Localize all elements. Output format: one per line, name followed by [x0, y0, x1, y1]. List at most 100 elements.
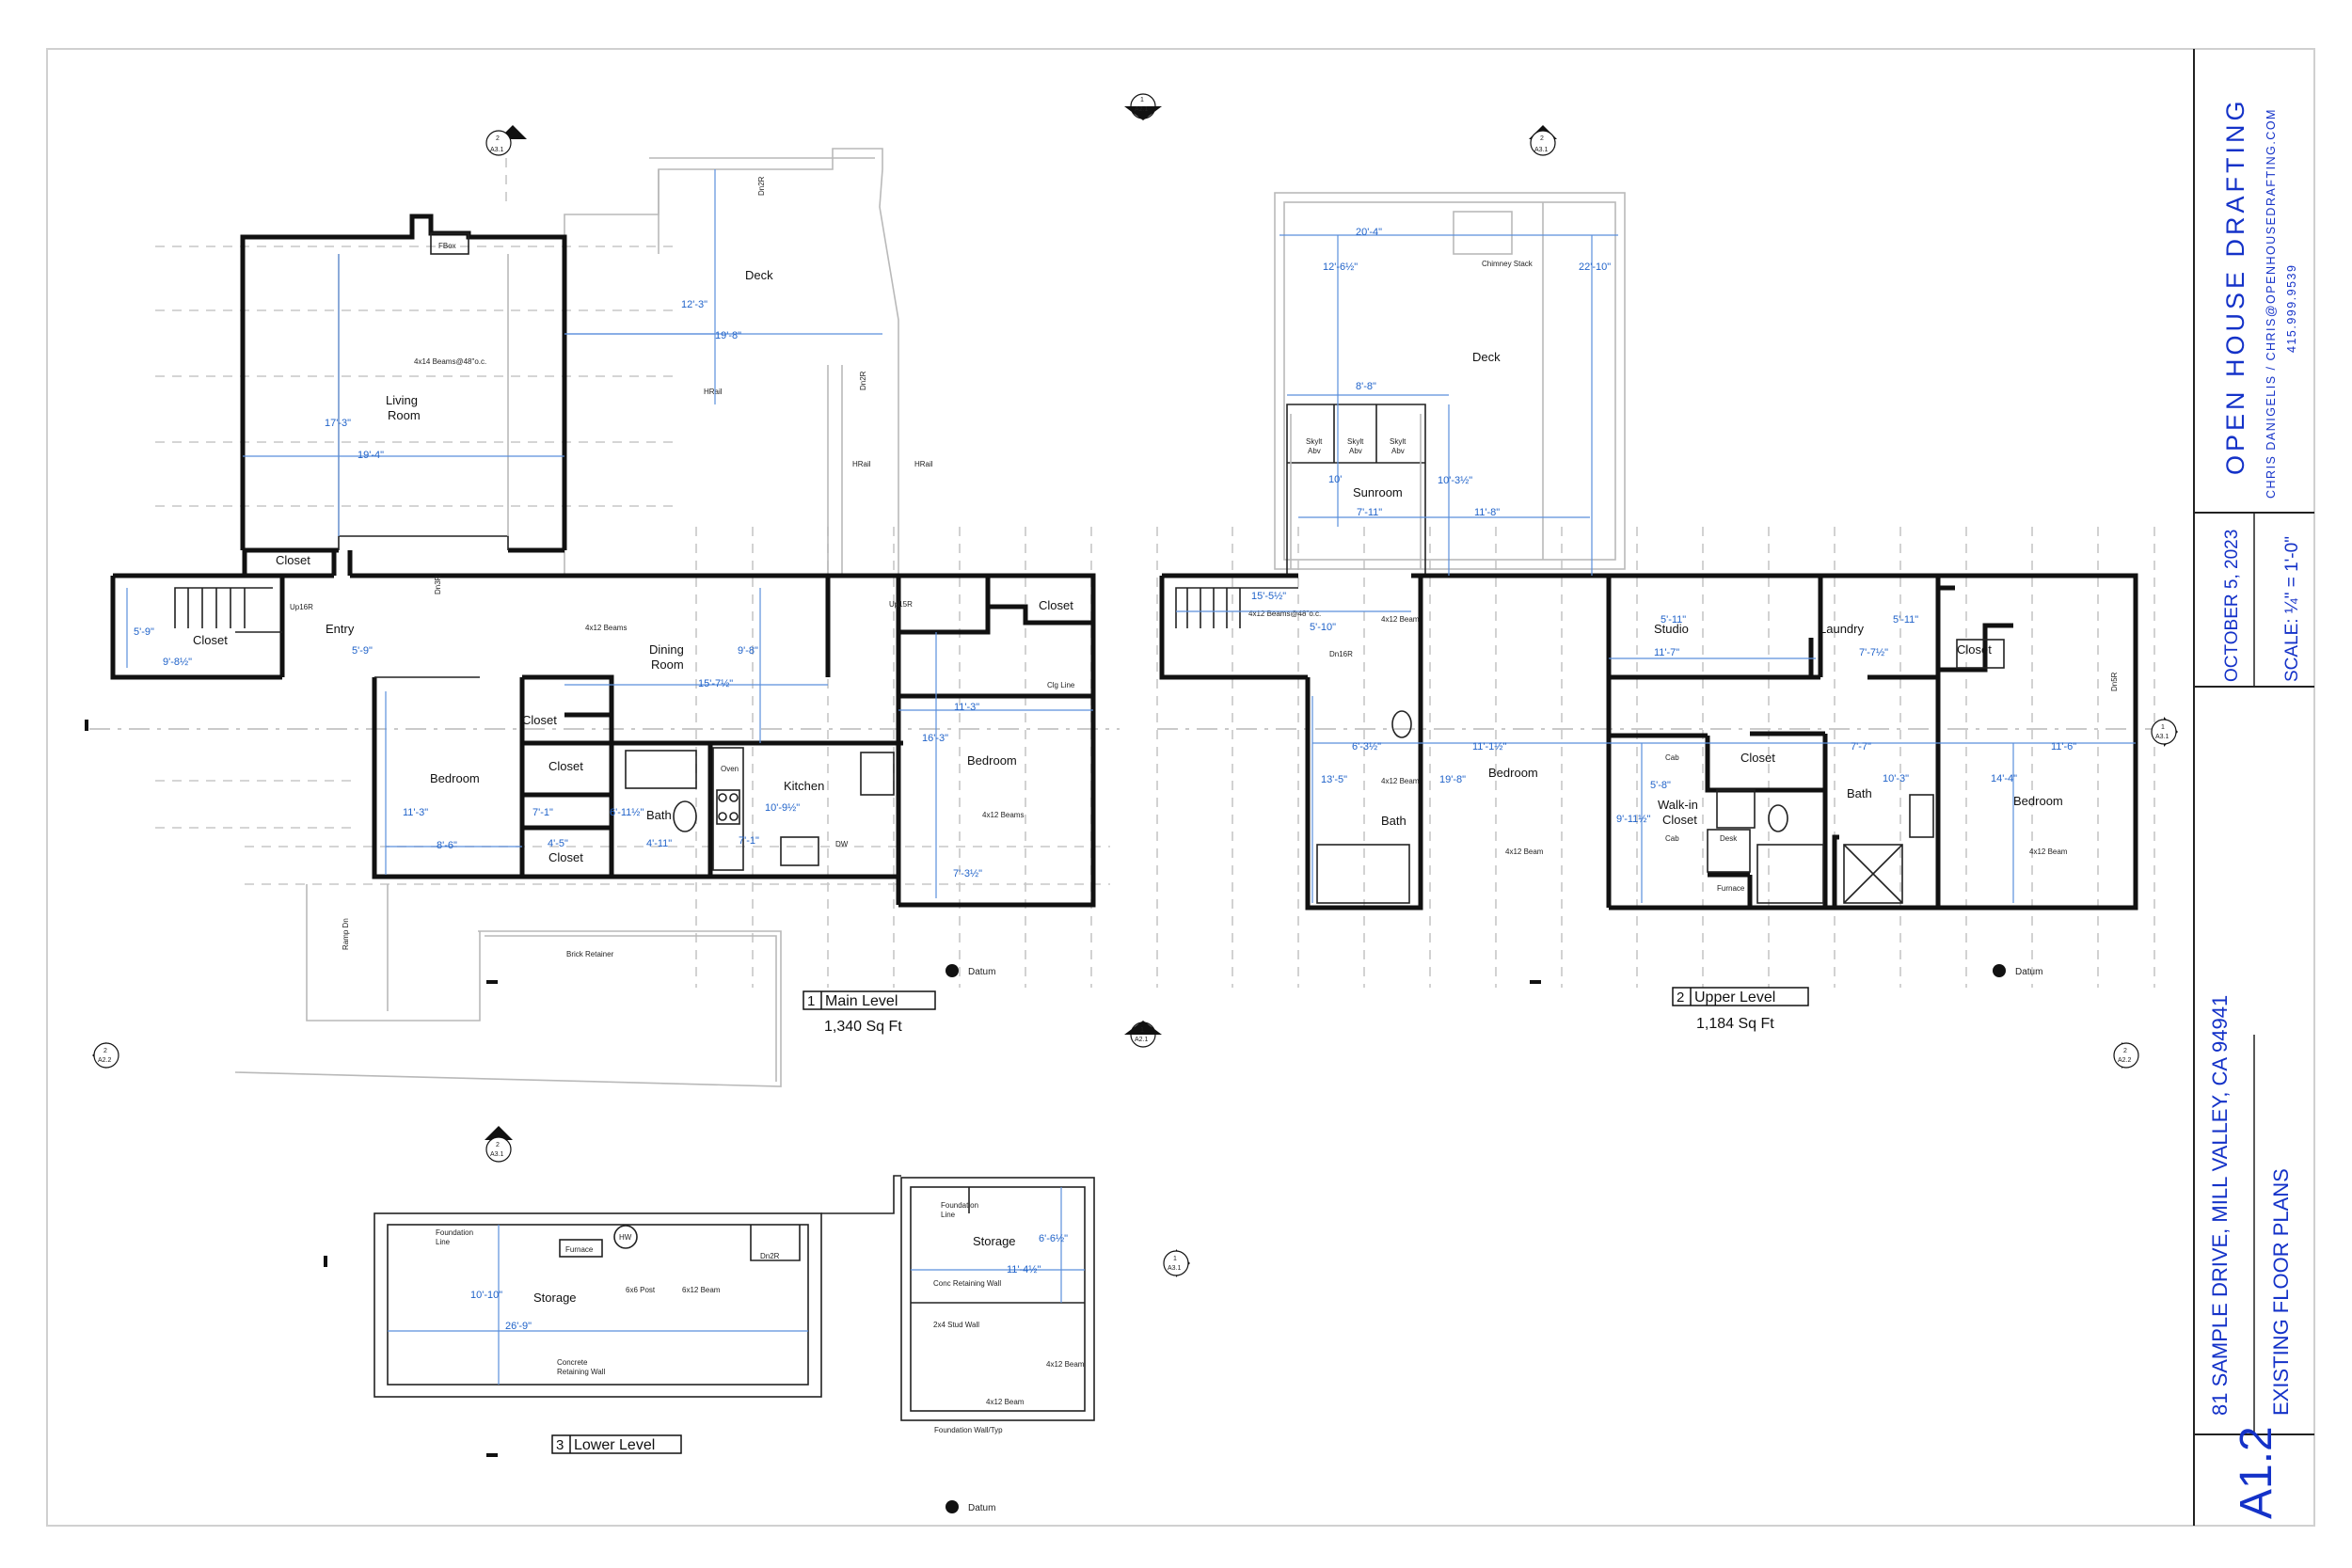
- upper-dim-8: 11'-8": [1474, 507, 1500, 518]
- svg-text:2: 2: [496, 1142, 500, 1148]
- upper-bath-label-1: Bath: [1381, 814, 1406, 828]
- upper-beam-c-note: 4x12 Beam: [1505, 847, 1544, 856]
- main-dim-10: 11'-3": [954, 702, 979, 713]
- lower-conc-ret-note: Conc Retaining Wall: [933, 1279, 1001, 1288]
- firm-name: OPEN HOUSE DRAFTING: [2221, 97, 2249, 475]
- upper-beam-a-note: 4x12 Beam: [1381, 615, 1420, 624]
- lower-level-caption: 3 Lower Level: [551, 1434, 682, 1454]
- svg-text:2: 2: [1540, 135, 1544, 142]
- main-clg-note: Clg Line: [1047, 681, 1075, 689]
- sheet-border: [46, 48, 2315, 1527]
- main-living-label: Living: [386, 393, 418, 407]
- lower-foundwall-note: Foundation Wall/Typ: [934, 1426, 1003, 1434]
- upper-dim-21: 7'-7": [1851, 741, 1871, 752]
- lower-level-plan: Storage Storage Foundation Line Furnace …: [373, 1175, 1095, 1513]
- main-up16r-note: Up16R: [290, 603, 313, 611]
- lower-furnace-note: Furnace: [565, 1245, 594, 1254]
- main-dim-15: 4'-5": [548, 838, 568, 849]
- svg-text:2: 2: [496, 135, 500, 142]
- upper-dim-14: 7'-7½": [1859, 647, 1888, 658]
- lower-beam-note-3: 4x12 Beam: [986, 1398, 1025, 1406]
- upper-dim-9: 15'-5½": [1251, 591, 1286, 602]
- upper-dim-12: 11'-7": [1654, 647, 1679, 658]
- main-dim-9: 15'-7½": [698, 678, 733, 689]
- main-bedroom-label-2: Bedroom: [967, 753, 1017, 768]
- lower-dim-2: 26'-9": [505, 1321, 532, 1332]
- upper-bedroom-label-2: Bedroom: [2013, 794, 2063, 808]
- main-living-walls: [240, 214, 567, 553]
- section-marker-6: 1 A2.1: [1124, 1021, 1162, 1048]
- svg-text:A2.1: A2.1: [1135, 106, 1149, 113]
- svg-text:1: 1: [2161, 724, 2165, 731]
- firm-phone: 415.999.9539: [2285, 264, 2298, 353]
- main-beams14-note: 4x14 Beams@48"o.c.: [414, 357, 486, 366]
- upper-dimension-lines: [1176, 234, 2136, 903]
- main-dim-13: 8'-6": [437, 840, 457, 851]
- upper-level-name: Upper Level: [1694, 990, 1775, 1006]
- main-dn3r-note: Dn3R: [434, 575, 442, 594]
- main-dim-2: 19'-8": [715, 330, 741, 341]
- upper-beams48-note: 4x12 Beams@48"o.c.: [1248, 610, 1321, 618]
- lower-dimension-lines: [388, 1187, 1085, 1385]
- main-closet-label-3: Closet: [522, 713, 557, 727]
- lower-found-note-2: Foundation: [941, 1201, 978, 1210]
- upper-deck-outline: [1274, 192, 1626, 570]
- firm-contact: CHRIS DANIGELIS / CHRIS@OPENHOUSEDRAFTIN…: [2265, 108, 2278, 499]
- upper-house-walls: [1159, 573, 2138, 911]
- upper-dim-15: 6'-3½": [1352, 741, 1381, 752]
- main-dining-label: Dining: [649, 642, 684, 657]
- section-marker-4: 1 A3.1: [2151, 717, 2178, 747]
- main-bath-label: Bath: [646, 808, 672, 822]
- lower-found-note-2b: Line: [941, 1211, 956, 1219]
- main-fbox-note: FBox: [438, 242, 456, 250]
- sheet-number: A1.2: [2232, 1426, 2281, 1519]
- svg-text:A3.1: A3.1: [2155, 734, 2169, 740]
- svg-text:1: 1: [1140, 97, 1144, 103]
- upper-sky-abv-1: Abv: [1308, 447, 1321, 455]
- upper-dim-17: 13'-5": [1321, 774, 1347, 785]
- section-markers: 2 A3.1 1 A2.1 2 A3.1 1 A3.1 2 A2.2: [85, 93, 2178, 1457]
- main-datum-marker: Datum: [946, 964, 995, 977]
- lower-dim-3: 6'-6½": [1039, 1233, 1068, 1244]
- upper-sky-abv-2: Abv: [1349, 447, 1362, 455]
- main-closet-label-4: Closet: [548, 759, 583, 773]
- upper-bath-label-2: Bath: [1847, 786, 1872, 800]
- svg-text:1: 1: [1140, 1027, 1144, 1034]
- svg-text:A3.1: A3.1: [1534, 147, 1549, 153]
- upper-cab-note-1: Cab: [1665, 753, 1679, 762]
- main-closet-label-6: Closet: [548, 850, 583, 864]
- lower-datum-marker: Datum: [946, 1500, 995, 1513]
- main-dim-12: 11'-3": [403, 807, 428, 818]
- svg-text:A3.1: A3.1: [1168, 1265, 1182, 1272]
- drawing-date: OCTOBER 5, 2023: [2222, 530, 2242, 682]
- upper-dim-7: 7'-11": [1357, 507, 1382, 518]
- section-marker-1: 2 A3.1: [485, 125, 527, 156]
- main-kitchen-label: Kitchen: [784, 779, 824, 793]
- lower-dim-1: 10'-10": [470, 1290, 502, 1301]
- upper-level-caption: 2 Upper Level 1,184 Sq Ft: [1672, 987, 1809, 1032]
- project-address: 81 SAMPLE DRIVE, MILL VALLEY, CA 94941: [2208, 995, 2232, 1416]
- lower-beam-note-2: 4x12 Beam: [1046, 1360, 1085, 1369]
- main-datum-label: Datum: [968, 967, 995, 977]
- main-deck-label: Deck: [745, 268, 773, 282]
- upper-dim-3: 22'-10": [1579, 261, 1611, 273]
- section-marker-8: 2 A3.1: [485, 1126, 513, 1163]
- main-level-caption: 1 Main Level 1,340 Sq Ft: [803, 990, 936, 1035]
- upper-closet-label-2: Closet: [1740, 751, 1775, 765]
- main-ramp-outline: [234, 884, 782, 1087]
- upper-sky-abv-3: Abv: [1391, 447, 1405, 455]
- main-level-area: 1,340 Sq Ft: [824, 1019, 902, 1035]
- main-hrail-note-3: HRail: [914, 460, 933, 468]
- upper-dim-5: 10': [1328, 474, 1342, 485]
- upper-fixtures: [1175, 587, 2005, 904]
- upper-dim-23: 11'-6": [2051, 741, 2076, 752]
- lower-stud-note: 2x4 Stud Wall: [933, 1321, 979, 1329]
- svg-text:2: 2: [103, 1048, 107, 1054]
- main-dim-4: 19'-4": [358, 450, 384, 461]
- lower-beam-note-1: 6x12 Beam: [682, 1286, 721, 1294]
- main-closet-label-1: Closet: [276, 553, 310, 567]
- lower-storage-label-1: Storage: [533, 1291, 577, 1305]
- main-living-label-2: Room: [388, 408, 421, 422]
- main-dim-16: 6'-11½": [610, 807, 644, 818]
